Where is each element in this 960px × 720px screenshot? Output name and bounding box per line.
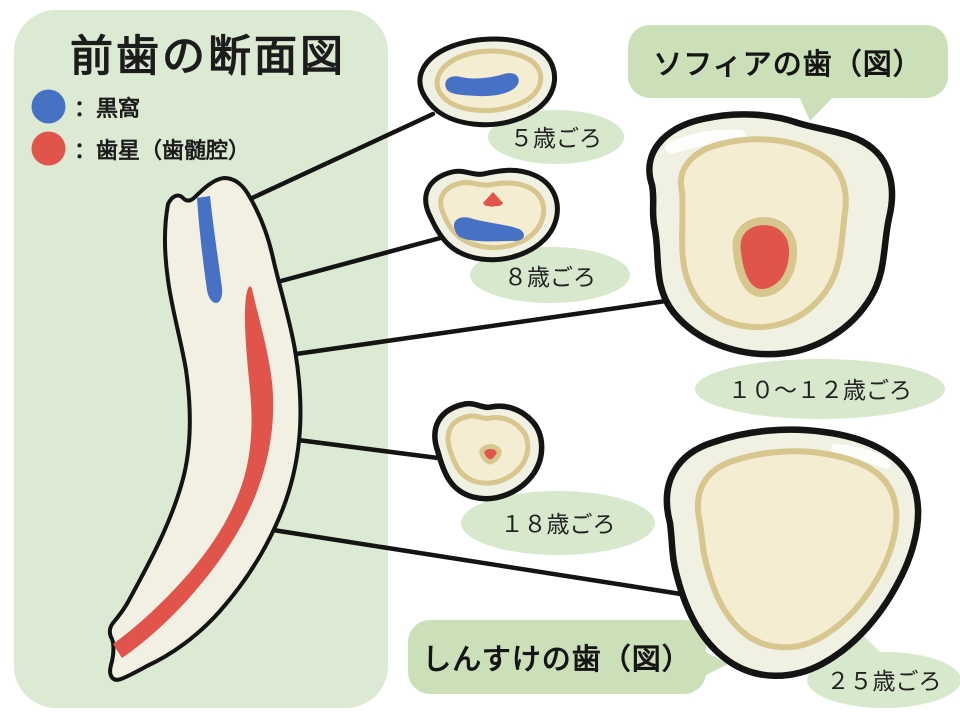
cross-section-25yr xyxy=(663,426,922,679)
cross-section-8yr-red-region xyxy=(483,192,503,207)
red-dot xyxy=(31,131,66,166)
connector-line-5yr xyxy=(247,111,436,202)
sofia-bubble-label: ソフィアの歯（図） xyxy=(653,46,923,81)
connector-lines xyxy=(247,111,703,600)
cross-section-5yr-blue-region xyxy=(445,73,519,97)
legend-label-red: ：歯星（歯髄腔） xyxy=(74,138,251,164)
tooth-side-blue-groove xyxy=(197,196,223,303)
age-label-18yr: １８歳ごろ xyxy=(500,512,616,538)
cross-section-10-12yr-shine xyxy=(665,129,746,154)
cross-section-10-12yr xyxy=(646,111,896,358)
age-label-bubble-5yr xyxy=(488,110,624,164)
legend-item-blue: ：黒窩 xyxy=(31,88,250,125)
sofia-bubble-tail xyxy=(798,94,836,121)
connector-line-25yr xyxy=(270,527,703,600)
tooth-side-view xyxy=(107,176,303,682)
legend-label-blue: ：黒窩 xyxy=(74,96,141,122)
cross-section-10-12yr-red-pulp xyxy=(732,217,798,297)
legend-item-red: ：歯星（歯髄腔） xyxy=(31,130,250,167)
cross-section-8yr xyxy=(423,167,560,263)
age-label-10-12yr: １０～１２歳ごろ xyxy=(728,378,912,404)
age-label-bubble-25yr xyxy=(807,652,960,708)
age-label-25yr: ２５歳ごろ xyxy=(826,669,942,695)
page-title: 前歯の断面図 xyxy=(70,32,346,82)
connector-line-18yr xyxy=(295,437,441,461)
tooth-side-red-pulp xyxy=(113,286,274,658)
cross-section-5yr xyxy=(417,36,557,128)
blue-dot-icon xyxy=(31,89,66,124)
cross-section-18yr xyxy=(432,400,545,502)
cross-section-18yr-red-region xyxy=(479,444,502,465)
age-label-5yr: ５歳ごろ xyxy=(510,126,602,152)
red-dot-icon xyxy=(31,131,66,166)
legend: ：黒窩 ：歯星（歯髄腔） xyxy=(31,88,250,167)
age-label-bubble-18yr xyxy=(461,491,655,555)
cross-section-8yr-blue-region xyxy=(453,217,524,242)
age-label-bubble-10-12yr xyxy=(695,359,945,419)
connector-line-8yr xyxy=(278,234,447,284)
shinsuke-bubble-label: しんすけの歯（図） xyxy=(422,642,692,676)
cross-section-25yr-dentin-ring xyxy=(694,448,900,651)
age-label-bubble-8yr xyxy=(470,247,630,303)
connector-line-10-12yr xyxy=(293,298,669,357)
shinsuke-bubble xyxy=(408,620,706,694)
cross-section-25yr-shine xyxy=(830,443,891,469)
blue-dot xyxy=(31,89,66,124)
age-label-8yr: ８歳ごろ xyxy=(504,265,596,291)
sofia-bubble xyxy=(628,25,948,98)
